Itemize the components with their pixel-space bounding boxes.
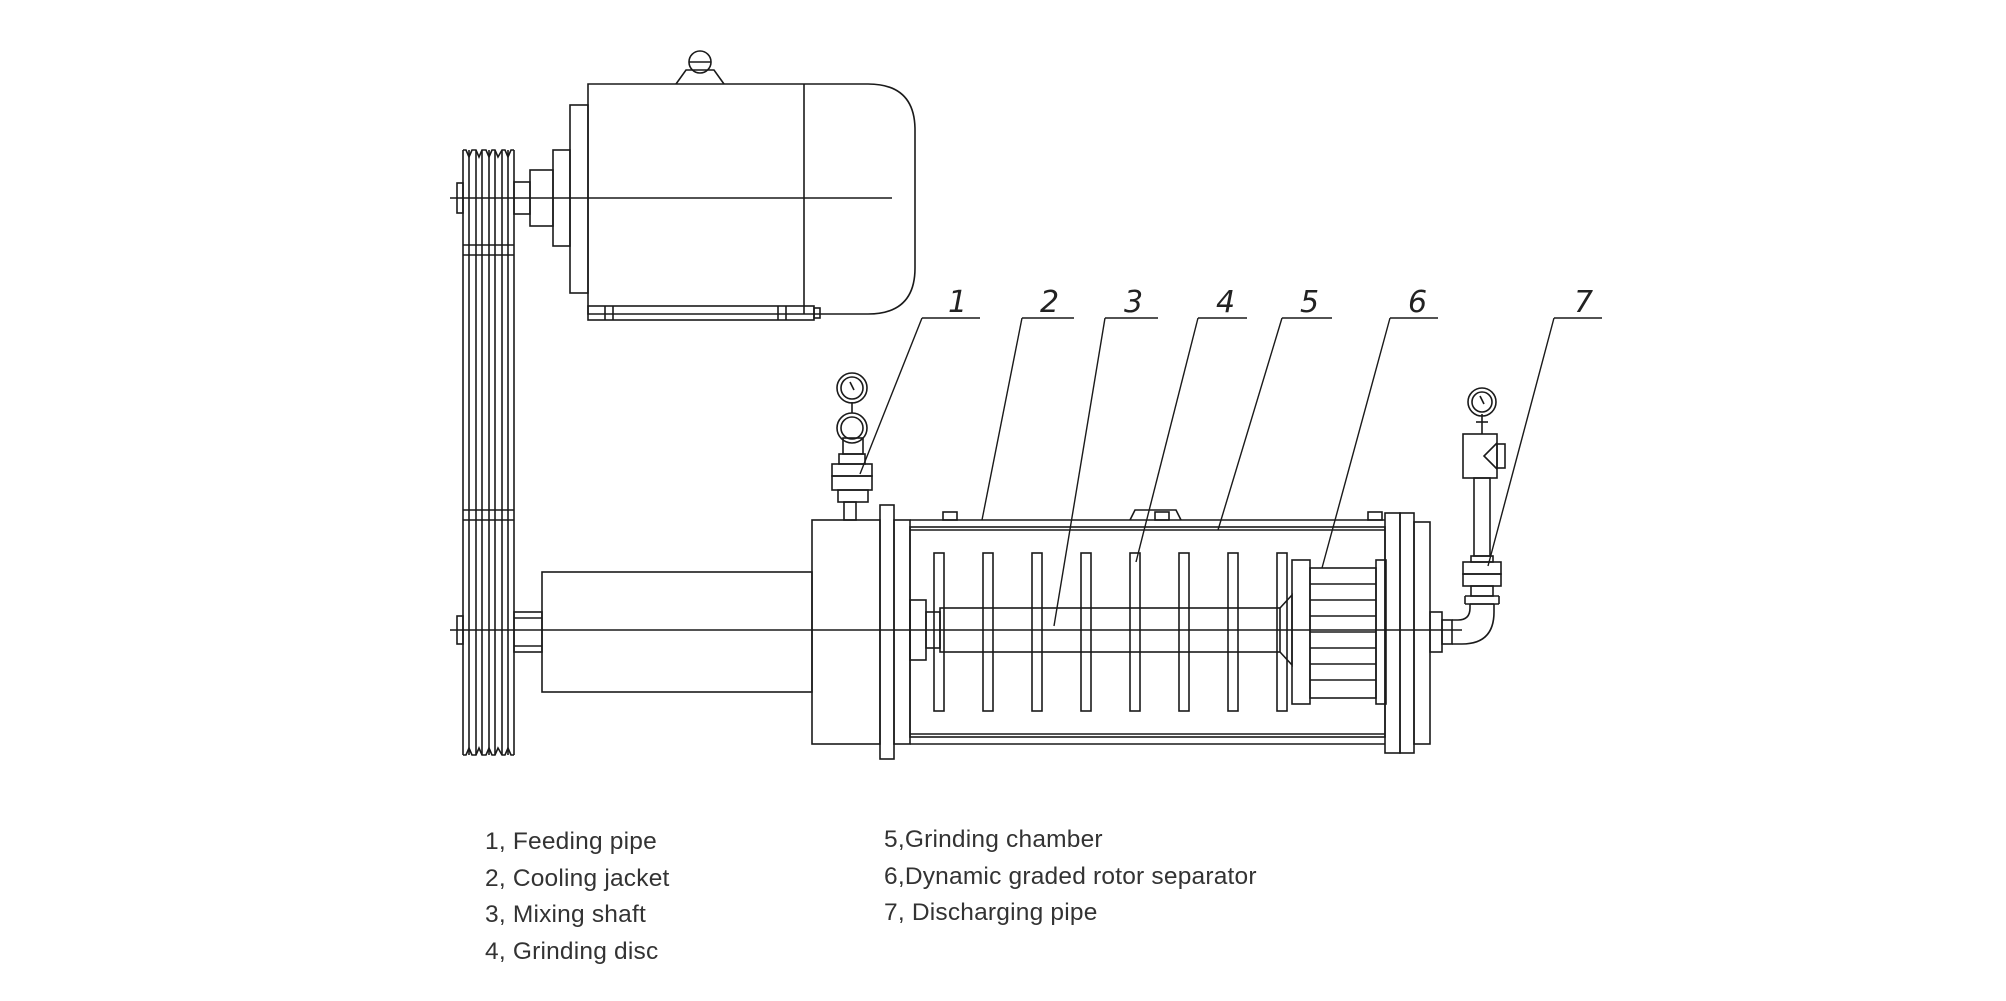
legend-right: 5,Grinding chamber 6,Dynamic graded roto… bbox=[884, 822, 1257, 932]
grinding-discs bbox=[933, 552, 1288, 712]
legend-left: 1, Feeding pipe 2, Cooling jacket 3, Mix… bbox=[485, 824, 670, 970]
motor bbox=[513, 50, 916, 321]
callout-5: 5 bbox=[1300, 285, 1319, 320]
legend-item: 3, Mixing shaft bbox=[485, 901, 646, 928]
discharging-pipe bbox=[1429, 387, 1506, 653]
belt-pulley bbox=[456, 149, 515, 756]
legend-item: 6,Dynamic graded rotor separator bbox=[884, 862, 1257, 890]
feeding-pipe bbox=[831, 372, 873, 521]
leader-lines bbox=[859, 317, 1602, 627]
callout-6: 6 bbox=[1408, 285, 1427, 320]
callout-4: 4 bbox=[1216, 285, 1235, 320]
legend-item: 2, Cooling jacket bbox=[485, 864, 670, 892]
callout-7: 7 bbox=[1574, 285, 1593, 320]
drive-housing bbox=[513, 519, 881, 745]
legend-item: 5,Grinding chamber bbox=[884, 826, 1103, 853]
legend-item: 7, Discharging pipe bbox=[884, 899, 1098, 926]
callout-2: 2 bbox=[1040, 285, 1059, 320]
grinding-chamber bbox=[879, 504, 1431, 760]
legend-item: 1, Feeding pipe bbox=[485, 828, 657, 855]
callout-1: 1 bbox=[948, 285, 967, 320]
legend-item: 4, Grinding disc bbox=[485, 937, 659, 965]
rotor-separator bbox=[1279, 559, 1387, 705]
callout-3: 3 bbox=[1124, 285, 1143, 320]
